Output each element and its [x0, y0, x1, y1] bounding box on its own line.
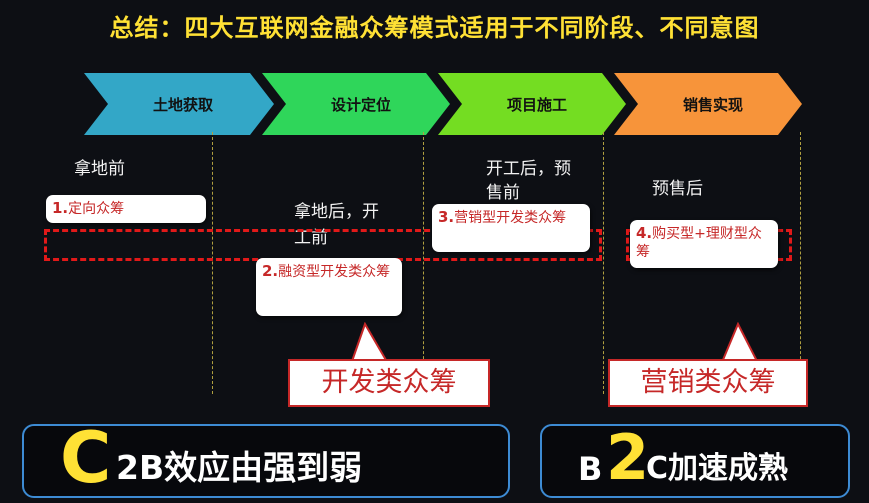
stage-3-shape — [438, 73, 626, 135]
model-4-text: 购买型+理财型众筹 — [636, 226, 762, 260]
bottom-box-c2b — [22, 424, 510, 498]
model-3-text: 营销型开发类众筹 — [454, 210, 567, 226]
stage-4-shape — [614, 73, 802, 135]
stage-2-shape — [262, 73, 450, 135]
b2c-text: C加速成熟 — [646, 451, 789, 486]
model-card-1: 1.定向众筹 — [46, 195, 206, 223]
b2c-big-digit: 2 — [606, 421, 650, 494]
b2c-b-letter: B — [578, 450, 603, 488]
stage-1-label: 土地获取 — [152, 96, 213, 114]
divider-line — [800, 132, 801, 394]
model-2-num: 2. — [262, 262, 279, 280]
c2b-text: 2B效应由强到弱 — [116, 448, 363, 487]
stage-2-label: 设计定位 — [330, 96, 391, 114]
c2b-big-letter: C — [60, 417, 112, 499]
phase-note-after-start-2: 售前 — [486, 183, 520, 203]
phase-note-after-presale: 预售后 — [652, 179, 703, 199]
model-1-num: 1. — [52, 199, 69, 217]
stage-chevrons — [84, 73, 802, 135]
stage-4-label: 销售实现 — [682, 96, 743, 114]
callout-development: 开发类众筹 — [288, 359, 490, 407]
model-card-4: 4.购买型+理财型众筹 — [630, 220, 778, 268]
divider-line — [423, 132, 424, 394]
model-card-2: 2.融资型开发类众筹 — [256, 258, 402, 316]
stage-1-shape — [84, 73, 274, 135]
phase-note-after-land-2: 工前 — [294, 228, 328, 248]
divider-line — [603, 132, 604, 394]
stage-3-label: 项目施工 — [506, 96, 567, 114]
callout-marketing: 营销类众筹 — [608, 359, 808, 407]
phase-note-after-start-1: 开工后，预 — [486, 159, 571, 179]
divider-line — [212, 132, 213, 394]
model-1-text: 定向众筹 — [68, 201, 125, 217]
model-3-num: 3. — [438, 208, 455, 226]
model-card-3: 3.营销型开发类众筹 — [432, 204, 590, 252]
model-4-num: 4. — [636, 224, 653, 242]
bottom-box-b2c — [540, 424, 850, 498]
phase-note-before-land: 拿地前 — [74, 159, 125, 179]
phase-note-after-land-1: 拿地后，开 — [294, 202, 379, 222]
page-title: 总结：四大互联网金融众筹模式适用于不同阶段、不同意图 — [109, 14, 760, 42]
model-2-text: 融资型开发类众筹 — [278, 264, 391, 280]
